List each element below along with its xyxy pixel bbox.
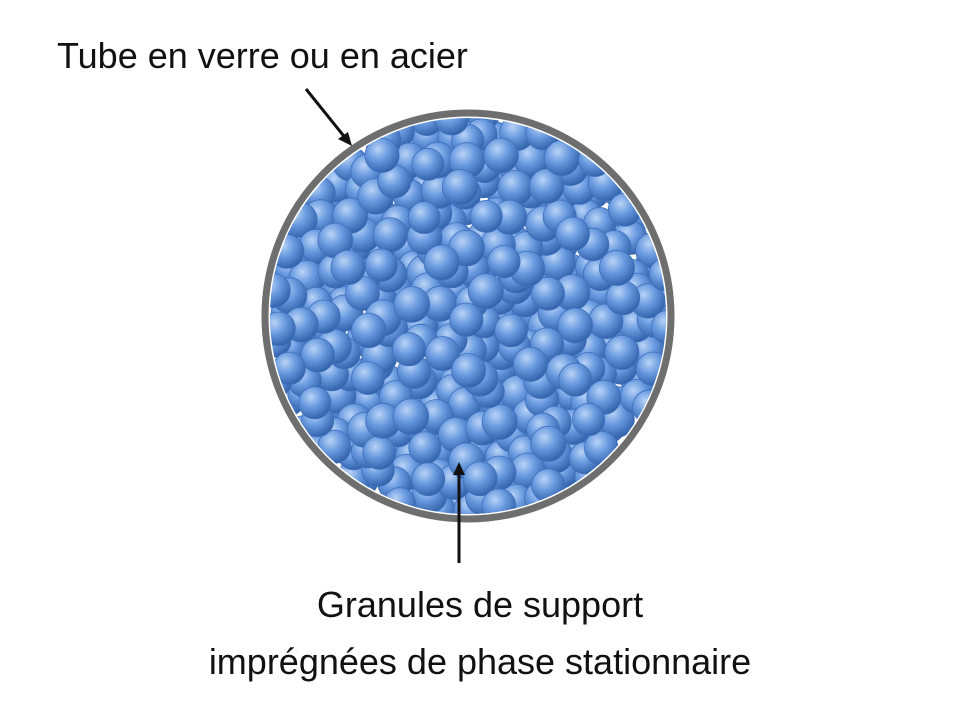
granules-group	[270, 118, 666, 514]
granule	[423, 244, 460, 281]
granule	[487, 245, 521, 279]
granule	[462, 461, 498, 497]
granule	[391, 332, 426, 367]
granule	[572, 403, 606, 437]
granule	[408, 431, 442, 465]
granule	[424, 336, 460, 372]
granule	[494, 313, 528, 348]
granule	[411, 462, 446, 497]
granule	[393, 286, 431, 323]
granules-arrow	[453, 462, 465, 563]
granule	[605, 280, 641, 316]
granule	[372, 217, 408, 253]
granule	[351, 312, 387, 349]
granule	[362, 435, 397, 470]
granule	[558, 362, 593, 397]
granule	[530, 425, 567, 462]
granule	[300, 337, 336, 373]
granule	[407, 201, 441, 235]
granule	[481, 488, 517, 514]
granules-label-line2: imprégnées de phase stationnaire	[208, 641, 752, 682]
granule	[599, 249, 636, 286]
granule	[449, 302, 484, 337]
granule	[483, 137, 519, 173]
granule	[529, 168, 565, 204]
tube-arrow	[304, 88, 352, 146]
granule	[392, 398, 430, 435]
granule	[467, 273, 504, 310]
granule	[351, 361, 385, 396]
granule	[650, 309, 666, 345]
granule	[451, 353, 487, 388]
granules-label-line1: Granules de support	[316, 584, 644, 625]
granule	[531, 276, 565, 311]
granule	[411, 147, 445, 181]
granule	[497, 170, 534, 206]
granule	[557, 307, 593, 344]
granule	[434, 118, 470, 136]
tube-label: Tube en verre ou en acier	[57, 35, 468, 76]
granule	[364, 248, 398, 282]
granule	[555, 216, 590, 252]
granule	[330, 249, 366, 285]
granule	[469, 199, 503, 233]
granule	[604, 334, 640, 370]
granule	[441, 169, 479, 206]
granule	[364, 137, 400, 173]
granule	[512, 346, 548, 382]
granule	[481, 403, 518, 440]
granule	[298, 386, 332, 420]
